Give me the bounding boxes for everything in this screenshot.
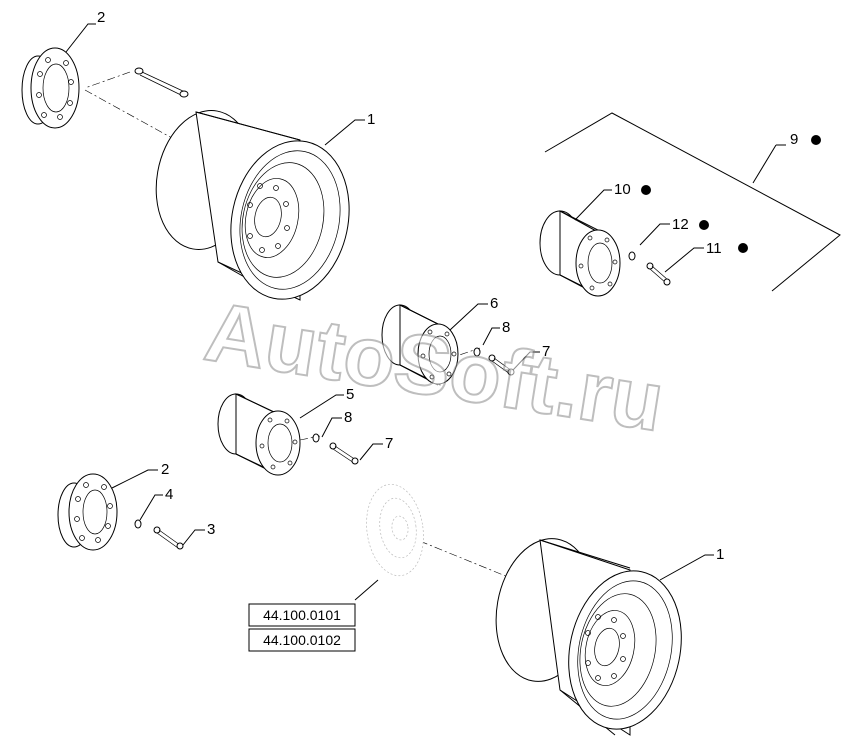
- callout-8-lower: 8: [344, 409, 352, 426]
- reference-code-2: 44.100.0102: [263, 632, 341, 648]
- washer-bolt-8-7a: [473, 347, 515, 376]
- kit-dot-10: [641, 185, 651, 195]
- reference-boxes: 44.100.0101 44.100.0102: [248, 603, 356, 652]
- callout-2-bottom: 2: [161, 461, 169, 478]
- callout-6: 6: [490, 295, 498, 312]
- callout-3: 3: [207, 521, 215, 538]
- callout-1-top: 1: [367, 111, 375, 128]
- hub-flange-bottom: [57, 473, 118, 551]
- callout-1-bottom: 1: [716, 546, 724, 563]
- spacer-kit: [539, 210, 621, 297]
- callout-4: 4: [165, 486, 173, 503]
- kit-dot-11: [738, 243, 748, 253]
- kit-dot-12: [699, 220, 709, 230]
- callout-10: 10: [614, 181, 631, 198]
- callout-9: 9: [790, 131, 798, 148]
- washer-bolt-4-3: [134, 519, 184, 550]
- callout-11: 11: [706, 240, 722, 257]
- callout-7-lower: 7: [385, 435, 393, 452]
- wheel-rim-bottom: [495, 538, 682, 736]
- kit-bracket: [544, 112, 841, 292]
- callout-2-top: 2: [97, 9, 105, 26]
- kit-dot-9: [811, 135, 821, 145]
- kit-dots: [641, 135, 821, 253]
- callout-labels: 2 1 9 10 12 11 6 8 7 5 8 7 2 4 3 1: [97, 9, 798, 563]
- bolt-top: [134, 67, 189, 98]
- leader-lines: [65, 23, 714, 601]
- callout-12: 12: [672, 216, 689, 233]
- ghost-wheel-reference: [366, 483, 424, 577]
- wheel-rim-top: [155, 110, 350, 301]
- spacer-6: [381, 304, 459, 386]
- callout-8-upper: 8: [502, 319, 510, 336]
- reference-code-1: 44.100.0101: [263, 607, 341, 623]
- callout-5: 5: [346, 386, 354, 403]
- callout-7-upper: 7: [542, 343, 550, 360]
- washer-bolt-8-7b: [312, 433, 359, 465]
- kit-washer-bolt: [628, 251, 671, 286]
- hub-flange-top: [21, 47, 80, 129]
- spacer-5: [217, 393, 301, 476]
